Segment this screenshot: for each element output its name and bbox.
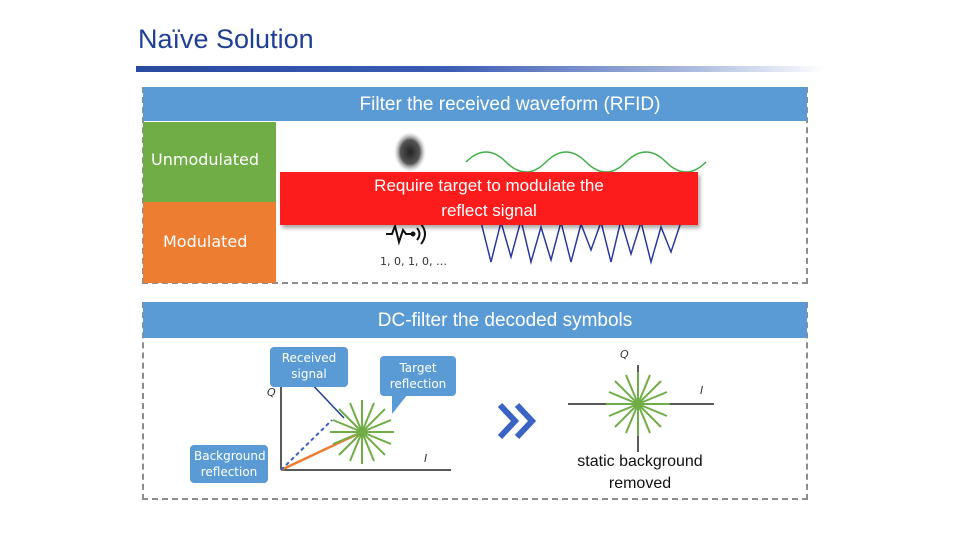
unmodulated-label: Unmodulated [151,150,260,169]
right-q-label: Q [620,348,629,361]
double-chevron-right-icon [497,402,537,440]
received-signal-label: Received signal [281,351,337,381]
banner-line-1: Require target to modulate the [374,176,604,195]
target-callout-tail [392,394,408,414]
rfid-tag-icon [386,222,426,246]
target-reflection-label: Target reflection [389,361,447,391]
tag-shadow-icon [394,132,426,172]
banner-line-2: reflect signal [441,201,537,220]
title-rule [136,66,826,72]
target-constellation-centered [606,372,670,436]
target-constellation [330,400,394,464]
unmodulated-wave [465,151,707,173]
iq-plot-background-removed [568,365,714,452]
received-vector [280,419,333,471]
static-background-removed-caption: static background removed [560,451,720,495]
left-q-label: Q [267,386,276,399]
right-i-label: I [700,384,704,397]
caption-line-2: removed [608,475,672,492]
background-reflection-label: Background reflection [194,449,266,479]
modulated-box: Modulated [143,202,276,283]
requirement-banner: Require target to modulate the reflect s… [280,172,698,225]
bit-sequence: 1, 0, 1, 0, … [380,255,447,268]
background-reflection-callout: Background reflection [190,445,268,483]
top-panel-header: Filter the received waveform (RFID) [143,87,807,121]
left-i-label: I [424,452,428,465]
unmodulated-box: Unmodulated [143,122,276,202]
slide-title: Naïve Solution [138,24,314,54]
modulated-label: Modulated [163,232,248,251]
modulated-wave [480,217,682,265]
target-reflection-callout: Target reflection [380,356,456,396]
caption-line-1: static background [577,453,703,470]
bottom-panel-header: DC-filter the decoded symbols [143,302,807,338]
iq-plot-with-background [280,377,451,472]
received-signal-callout: Received signal [270,347,348,387]
